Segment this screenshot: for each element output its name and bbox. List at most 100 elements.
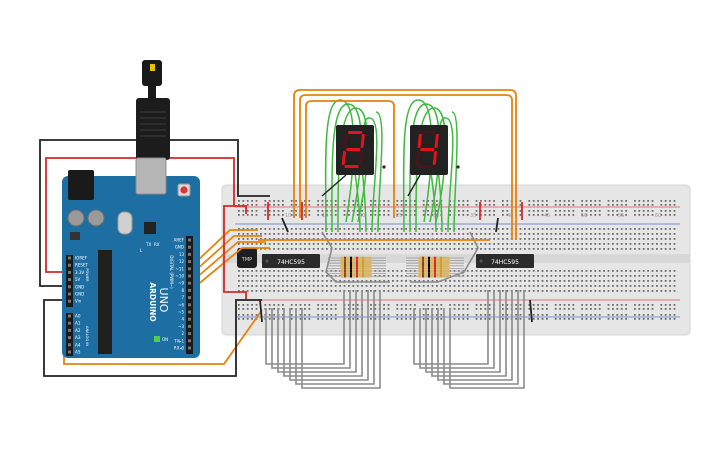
breadboard-hole bbox=[251, 308, 253, 310]
breadboard-hole bbox=[660, 318, 663, 320]
breadboard-hole bbox=[251, 290, 253, 292]
breadboard-hole bbox=[330, 285, 333, 287]
breadboard-hole bbox=[246, 270, 249, 272]
breadboard-hole bbox=[497, 280, 500, 282]
breadboard-hole bbox=[304, 318, 306, 320]
breadboard-hole bbox=[339, 285, 341, 287]
header-pin[interactable] bbox=[68, 278, 71, 282]
header-pin[interactable] bbox=[68, 314, 71, 318]
breadboard-hole bbox=[348, 248, 350, 250]
breadboard-hole bbox=[634, 238, 636, 240]
breadboard-hole bbox=[387, 204, 390, 206]
header-pin[interactable] bbox=[188, 260, 191, 264]
breadboard-hole bbox=[651, 280, 654, 282]
breadboard-hole bbox=[620, 314, 623, 316]
header-pin[interactable] bbox=[188, 324, 191, 328]
breadboard-hole bbox=[378, 248, 381, 250]
header-pin[interactable] bbox=[68, 256, 71, 260]
breadboard-hole bbox=[603, 280, 605, 282]
breadboard-hole bbox=[651, 210, 654, 212]
header-pin[interactable] bbox=[188, 281, 191, 285]
breadboard-hole bbox=[255, 200, 258, 202]
breadboard-hole bbox=[414, 214, 416, 216]
breadboard-hole bbox=[488, 314, 491, 316]
header-pin[interactable] bbox=[188, 317, 191, 321]
header-pin[interactable] bbox=[68, 263, 71, 267]
breadboard-hole bbox=[414, 228, 416, 230]
header-pin[interactable] bbox=[68, 299, 71, 303]
breadboard-hole bbox=[462, 204, 465, 206]
header-pin[interactable] bbox=[68, 350, 71, 354]
breadboard-hole bbox=[273, 280, 275, 282]
breadboard-hole bbox=[308, 275, 311, 277]
breadboard-hole bbox=[642, 228, 645, 230]
breadboard-hole bbox=[400, 318, 403, 320]
breadboard-hole bbox=[255, 290, 258, 292]
header-pin[interactable] bbox=[68, 285, 71, 289]
breadboard-hole bbox=[506, 275, 509, 277]
header-pin[interactable] bbox=[188, 339, 191, 343]
header-pin[interactable] bbox=[68, 328, 71, 332]
breadboard-hole bbox=[405, 280, 407, 282]
breadboard-hole bbox=[370, 228, 372, 230]
header-pin[interactable] bbox=[188, 346, 191, 350]
breadboard-hole bbox=[581, 280, 583, 282]
breadboard-hole bbox=[418, 243, 421, 245]
breadboard-hole bbox=[620, 275, 623, 277]
breadboard-hole bbox=[462, 248, 465, 250]
header-pin[interactable] bbox=[68, 321, 71, 325]
header-pin-label: A1 bbox=[75, 321, 81, 326]
breadboard-hole bbox=[251, 210, 253, 212]
breadboard-hole bbox=[466, 285, 469, 287]
breadboard-hole bbox=[387, 275, 390, 277]
header-pin[interactable] bbox=[68, 270, 71, 274]
breadboard-hole bbox=[444, 290, 447, 292]
breadboard-hole bbox=[242, 243, 245, 245]
header-pin[interactable] bbox=[188, 296, 191, 300]
breadboard-hole bbox=[642, 314, 645, 316]
breadboard-hole bbox=[506, 200, 509, 202]
breadboard-hole bbox=[436, 204, 438, 206]
breadboard-hole bbox=[304, 314, 306, 316]
reset-button-cap[interactable] bbox=[180, 186, 188, 194]
breadboard-hole bbox=[409, 243, 412, 245]
header-pin[interactable] bbox=[68, 343, 71, 347]
breadboard-hole bbox=[647, 200, 649, 202]
breadboard-hole bbox=[304, 304, 306, 306]
breadboard-hole bbox=[431, 248, 434, 250]
header-pin[interactable] bbox=[188, 252, 191, 256]
display-segments bbox=[341, 131, 386, 169]
header-pin[interactable] bbox=[188, 274, 191, 278]
breadboard-hole bbox=[268, 214, 271, 216]
header-pin[interactable] bbox=[188, 310, 191, 314]
orange-wires bbox=[63, 89, 517, 365]
header-pin[interactable] bbox=[68, 292, 71, 296]
header-pin[interactable] bbox=[188, 245, 191, 249]
header-pin[interactable] bbox=[188, 238, 191, 242]
header-pin[interactable] bbox=[188, 288, 191, 292]
breadboard-hole bbox=[449, 204, 451, 206]
breadboard-hole bbox=[664, 204, 667, 206]
header-pin[interactable] bbox=[68, 336, 71, 340]
breadboard-hole bbox=[365, 248, 368, 250]
breadboard-hole bbox=[590, 210, 592, 212]
breadboard-hole bbox=[352, 238, 355, 240]
breadboard-hole bbox=[405, 308, 407, 310]
breadboard-hole bbox=[510, 248, 513, 250]
breadboard-hole bbox=[532, 285, 535, 287]
header-pin[interactable] bbox=[188, 332, 191, 336]
header-pin[interactable] bbox=[188, 267, 191, 271]
column-number: 35 bbox=[470, 213, 476, 219]
breadboard-hole bbox=[475, 314, 478, 316]
breadboard-hole bbox=[361, 243, 363, 245]
breadboard-hole bbox=[669, 318, 671, 320]
header-pin-label: ~11 bbox=[176, 266, 185, 271]
breadboard-hole bbox=[348, 304, 350, 306]
breadboard-hole bbox=[466, 233, 469, 235]
breadboard-hole bbox=[392, 248, 394, 250]
breadboard-hole bbox=[634, 233, 636, 235]
header-pin[interactable] bbox=[188, 303, 191, 307]
breadboard-hole bbox=[299, 243, 302, 245]
breadboard-hole bbox=[308, 290, 311, 292]
